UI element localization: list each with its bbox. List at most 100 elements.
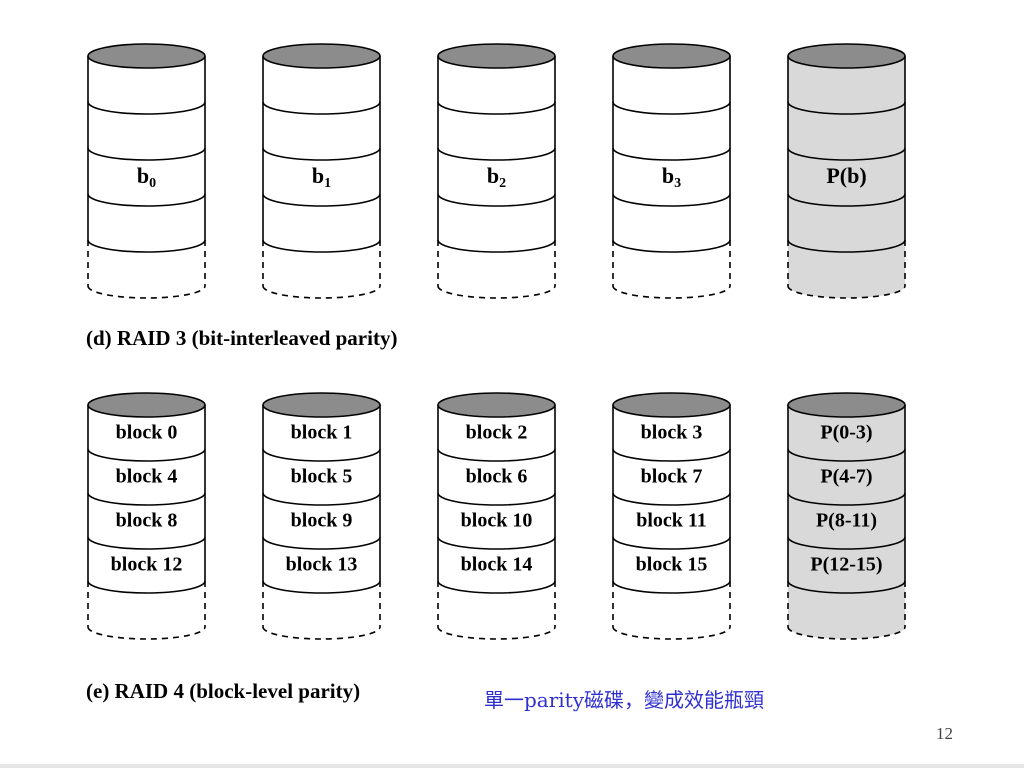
- strip-label: block 6: [466, 466, 528, 488]
- strip-separator: [612, 492, 731, 506]
- page-number: 12: [936, 724, 953, 743]
- disk-top: [787, 392, 906, 418]
- strip-separator: [437, 580, 556, 594]
- raid4-disk-3: block 3 block 7 block 11 block 15: [612, 392, 731, 640]
- strip-separator: [437, 101, 556, 115]
- strip-separator: [787, 492, 906, 506]
- disk-body: [88, 56, 205, 298]
- disk-body: [788, 405, 905, 639]
- strip-label: block 12: [111, 554, 183, 576]
- strip-separator: [262, 147, 381, 161]
- disk-top: [787, 43, 906, 69]
- disk-bottom-dashed: [612, 626, 731, 640]
- disk-top: [437, 392, 556, 418]
- strip-label: block 7: [641, 466, 703, 488]
- strip-separator: [262, 193, 381, 207]
- disk-top: [612, 43, 731, 69]
- strip-separator: [437, 492, 556, 506]
- strip-separator: [787, 101, 906, 115]
- strip-label: block 11: [636, 510, 707, 532]
- strip-separator: [262, 239, 381, 253]
- disk-top: [87, 43, 206, 69]
- strip-label: block 8: [116, 510, 178, 532]
- strip-separator: [437, 193, 556, 207]
- strip-separator: [262, 492, 381, 506]
- disk-top: [262, 43, 381, 69]
- strip-label: b3: [662, 163, 681, 191]
- disk-bottom-dashed: [437, 285, 556, 299]
- strip-label: b2: [487, 163, 506, 191]
- strip-separator: [87, 101, 206, 115]
- strip-label: P(b): [826, 163, 866, 188]
- strip-label: block 1: [291, 422, 353, 444]
- disk-top: [262, 392, 381, 418]
- strip-separator: [787, 580, 906, 594]
- disk-bottom-dashed: [437, 626, 556, 640]
- raid3-disk-1: b1: [262, 43, 381, 299]
- disk-bottom-dashed: [612, 285, 731, 299]
- strip-separator: [787, 536, 906, 550]
- strip-separator: [87, 448, 206, 462]
- raid3-disk-2: b2: [437, 43, 556, 299]
- strip-separator: [612, 239, 731, 253]
- strip-label: block 2: [466, 422, 528, 444]
- bottleneck-note: 單一parity磁碟，變成效能瓶頸: [484, 688, 765, 712]
- raid3-parity-disk: P(b): [787, 43, 906, 299]
- raid4-disk-2: block 2 block 6 block 10 block 14: [437, 392, 556, 640]
- strip-label: P(0-3): [820, 422, 872, 444]
- strip-label: block 9: [291, 510, 353, 532]
- strip-label: P(8-11): [816, 510, 877, 532]
- strip-separator: [87, 147, 206, 161]
- strip-separator: [262, 101, 381, 115]
- strip-separator: [787, 239, 906, 253]
- strip-label: P(12-15): [810, 554, 882, 576]
- bottom-rule: [0, 764, 1024, 768]
- strip-label: P(4-7): [820, 466, 872, 488]
- disk-body: [613, 405, 730, 639]
- strip-separator: [87, 193, 206, 207]
- strip-separator: [787, 448, 906, 462]
- disk-top: [437, 43, 556, 69]
- strip-separator: [437, 239, 556, 253]
- raid3-disk-0: b0: [87, 43, 206, 299]
- disk-body: [263, 405, 380, 639]
- raid3-disk-3: b3: [612, 43, 731, 299]
- strip-separator: [437, 536, 556, 550]
- strip-separator: [612, 193, 731, 207]
- strip-separator: [437, 448, 556, 462]
- disk-body: [613, 56, 730, 298]
- disk-body: [438, 56, 555, 298]
- strip-label: b0: [137, 163, 156, 191]
- strip-separator: [87, 536, 206, 550]
- disk-body: [438, 405, 555, 639]
- strip-separator: [612, 147, 731, 161]
- strip-label: block 5: [291, 466, 353, 488]
- disk-bottom-dashed: [262, 285, 381, 299]
- raid4-parity-disk: P(0-3) P(4-7) P(8-11) P(12-15): [787, 392, 906, 640]
- strip-separator: [437, 147, 556, 161]
- strip-separator: [787, 193, 906, 207]
- disk-body: [88, 405, 205, 639]
- strip-label: block 10: [461, 510, 533, 532]
- strip-separator: [612, 448, 731, 462]
- disk-body: [263, 56, 380, 298]
- disk-bottom-dashed: [787, 626, 906, 640]
- disk-bottom-dashed: [87, 626, 206, 640]
- strip-separator: [612, 580, 731, 594]
- strip-separator: [612, 101, 731, 115]
- disk-bottom-dashed: [262, 626, 381, 640]
- strip-separator: [262, 536, 381, 550]
- strip-separator: [262, 580, 381, 594]
- strip-label: block 14: [461, 554, 533, 576]
- strip-separator: [87, 580, 206, 594]
- strip-separator: [262, 448, 381, 462]
- disk-top: [87, 392, 206, 418]
- strip-label: block 3: [641, 422, 703, 444]
- raid4-caption: (e) RAID 4 (block-level parity): [86, 679, 361, 703]
- strip-label: block 15: [636, 554, 708, 576]
- strip-label: b1: [312, 163, 331, 191]
- disk-top: [612, 392, 731, 418]
